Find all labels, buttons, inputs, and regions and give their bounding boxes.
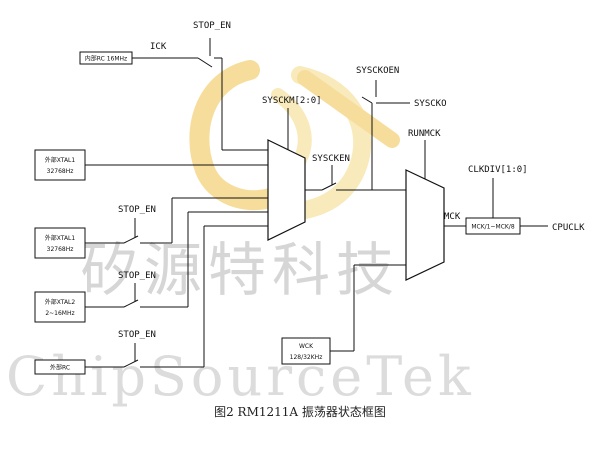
sysclk-output-wiring [305,80,410,191]
watermark-logo [189,60,400,219]
runmck-label: RUNMCK [408,129,441,139]
wiring-stage1 [85,38,268,368]
ext-xtal2-line1: 外部XTAL2 [45,298,76,306]
ext-xtal1-32768hz-box-b: 外部XTAL1 32768Hz [34,227,86,259]
stop-en-label-3: STOP_EN [118,330,156,340]
stop-en-top-label: STOP_EN [193,21,231,31]
wck-wiring [330,264,406,352]
ext-xtal1-b-line1: 外部XTAL1 [45,234,76,242]
ext-xtal2-2-16mhz-box: 外部XTAL2 2~16MHz [34,291,86,323]
sysken-label: SYSCKEN [312,154,350,164]
ext-xtal2-line2: 2~16MHz [45,310,74,317]
internal-rc-label: 内部RC 16MHz [85,55,127,63]
sysckm-mux [267,139,306,241]
runmck-mux [405,169,445,281]
internal-rc-16mhz-box: 内部RC 16MHz [79,51,133,65]
sysko-label: SYSCKO [414,99,447,109]
stop-en-label-1: STOP_EN [118,205,156,215]
sysckoen-label: SYSCKOEN [356,66,399,76]
watermark-text-en: ChipSourceTek [6,345,475,408]
ext-rc-box: 外部RC [34,359,86,375]
wck-line1: WCK [299,343,314,350]
ext-xtal1-a-line2: 32768Hz [47,168,74,175]
ext-rc-label: 外部RC [50,364,70,372]
ick-label: ICK [150,42,167,52]
ext-xtal1-32768hz-box-a: 外部XTAL1 32768Hz [34,149,86,181]
wck-line2: 128/32KHz [290,354,323,361]
ext-xtal1-b-line2: 32768Hz [47,246,74,253]
divider-label: MCK/1~MCK/8 [471,224,514,231]
watermark-text-cn: 矽源特科技 [80,236,400,304]
ext-xtal1-a-line1: 外部XTAL1 [45,156,76,164]
figure-caption: 图2 RM1211A 振荡器状态框图 [214,405,386,419]
mck-divider-box: MCK/1~MCK/8 [465,217,521,235]
sysckm-label: SYSCKM[2:0] [262,96,322,106]
cpuclk-label: CPUCLK [552,223,585,233]
stop-en-label-2: STOP_EN [118,271,156,281]
mck-label: MCK [444,212,461,222]
wck-box: WCK 128/32KHz [281,337,331,365]
clkdiv-label: CLKDIV[1:0] [468,165,528,175]
